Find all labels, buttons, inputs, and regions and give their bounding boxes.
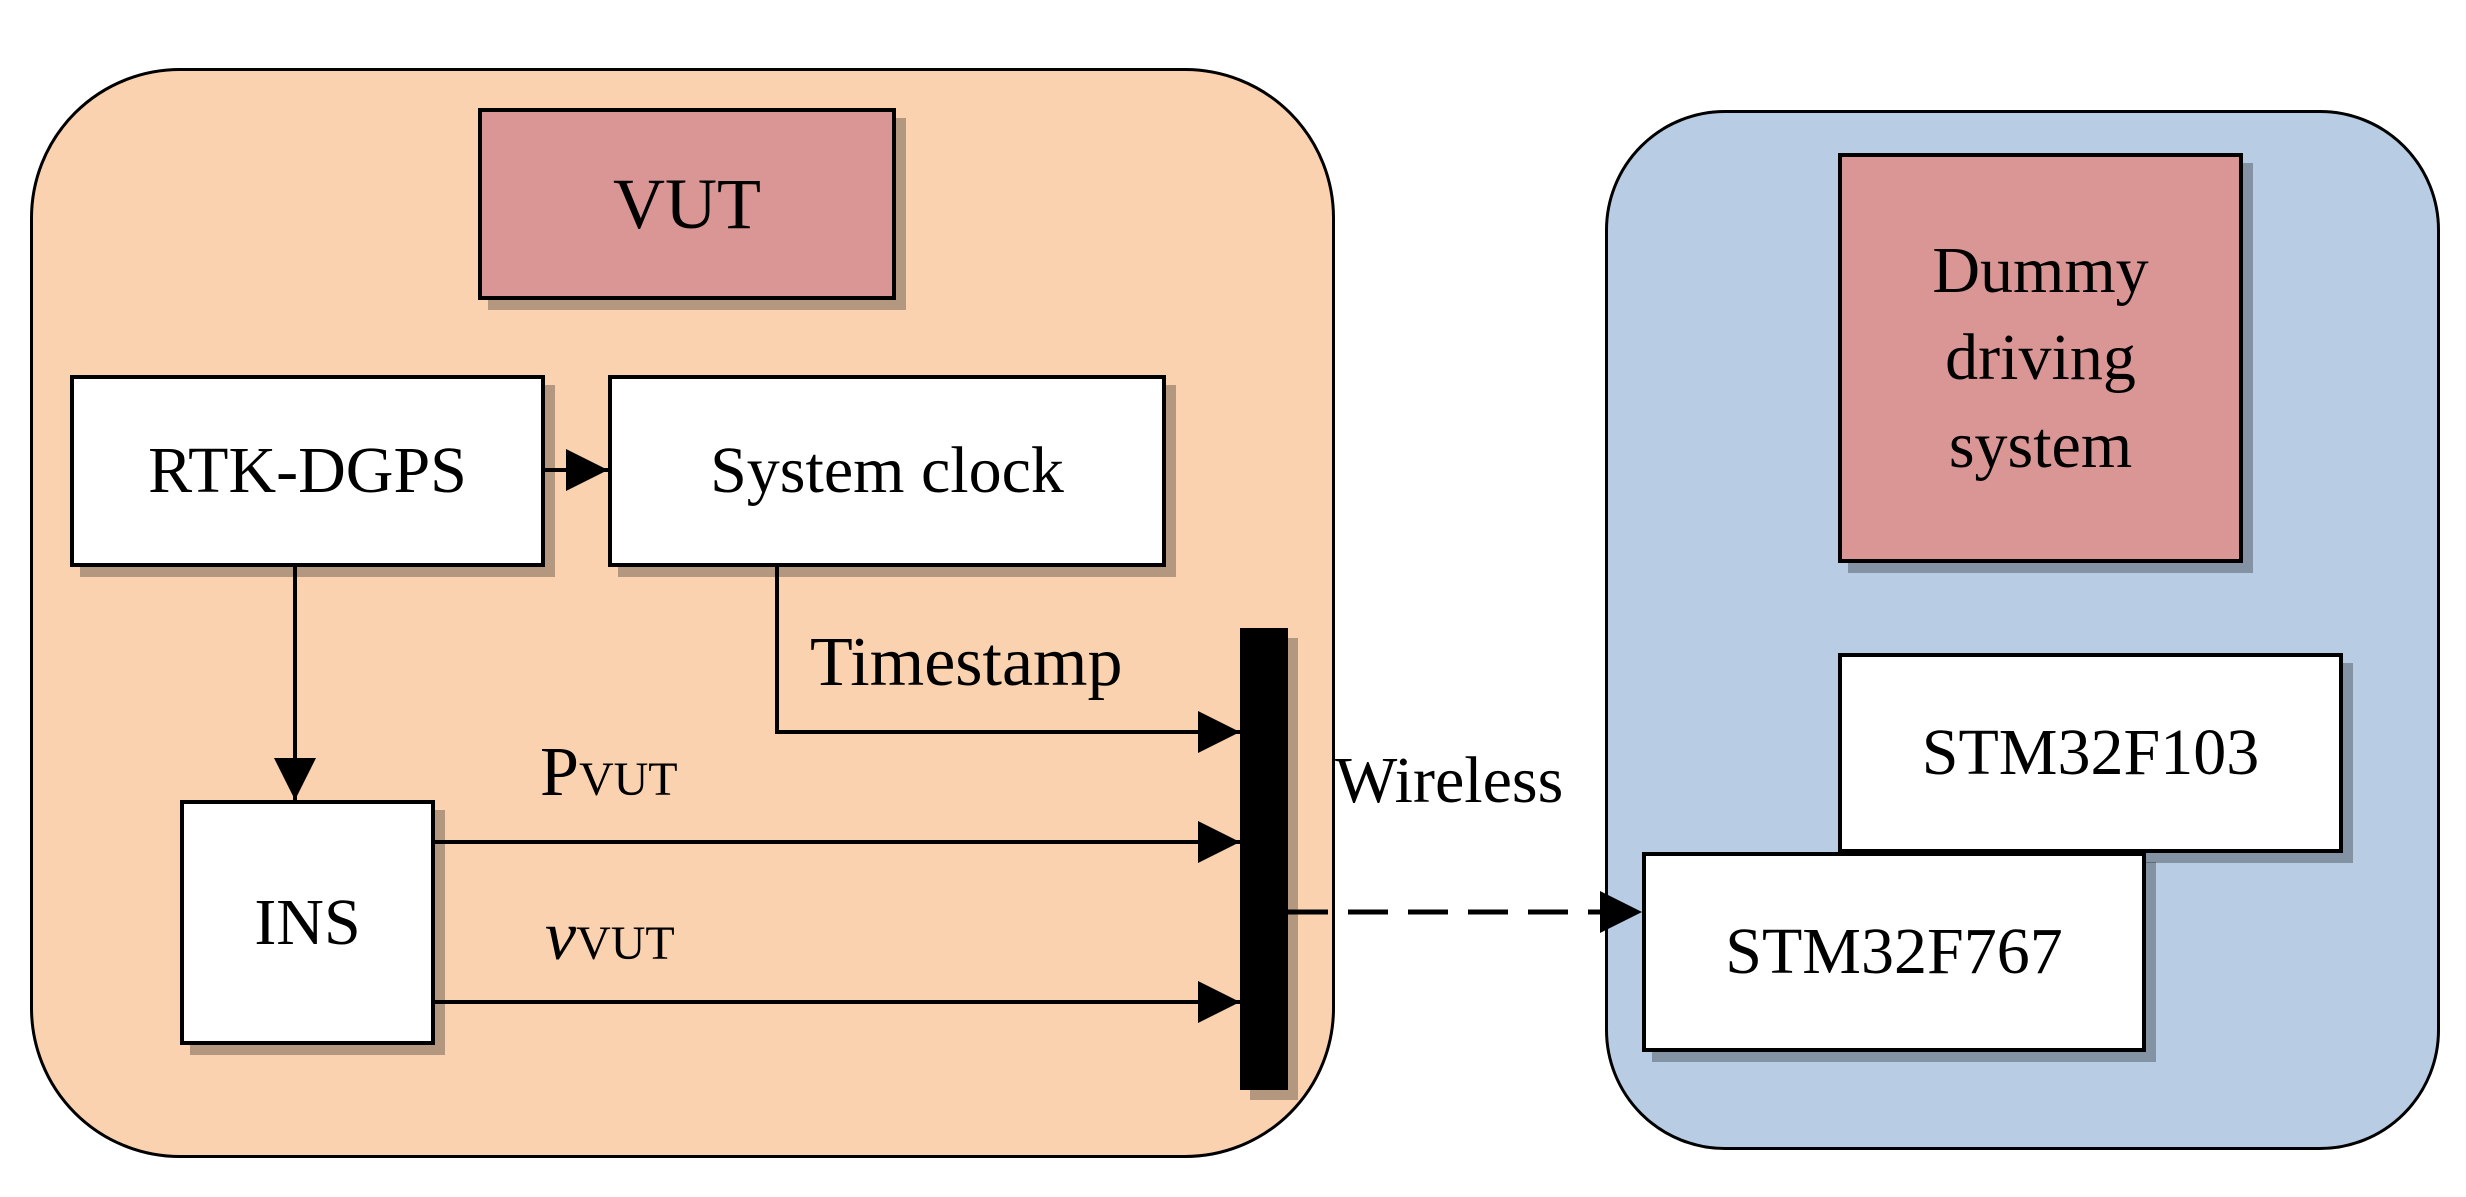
- timestamp-label: Timestamp: [810, 624, 1123, 701]
- stm32f767-box: STM32F767: [1642, 852, 2146, 1052]
- system-clock-box: System clock: [608, 375, 1166, 567]
- edge-clock-to-bus: [775, 567, 1240, 753]
- velocity-signal-main: v: [545, 898, 577, 975]
- dummy-title-line-3: system: [1948, 408, 2133, 482]
- dummy-driving-system-box: Dummy driving system: [1838, 153, 2243, 563]
- bus-bar: [1240, 628, 1288, 1090]
- system-clock-text: System clock: [710, 434, 1064, 508]
- wireless-label: Wireless: [1335, 744, 1564, 817]
- vut-title-text: VUT: [613, 163, 761, 244]
- dummy-title-line-2: driving: [1945, 321, 2136, 395]
- dummy-title-line-1: Dummy: [1932, 234, 2149, 308]
- stm32f767-text: STM32F767: [1725, 915, 2063, 989]
- ins-box: INS: [180, 800, 435, 1045]
- velocity-signal-subscript: VUT: [576, 917, 675, 970]
- position-signal-main: P: [540, 734, 579, 811]
- vut-title-box: VUT: [478, 108, 896, 300]
- rtk-dgps-box: RTK-DGPS: [70, 375, 545, 567]
- position-signal-label: PVUT: [540, 738, 678, 808]
- rtk-dgps-text: RTK-DGPS: [148, 434, 467, 508]
- stm32f103-box: STM32F103: [1838, 653, 2343, 853]
- velocity-signal-label: vVUT: [545, 902, 675, 972]
- ins-text: INS: [254, 885, 361, 959]
- stm32f103-text: STM32F103: [1921, 716, 2260, 790]
- position-signal-subscript: VUT: [578, 753, 678, 806]
